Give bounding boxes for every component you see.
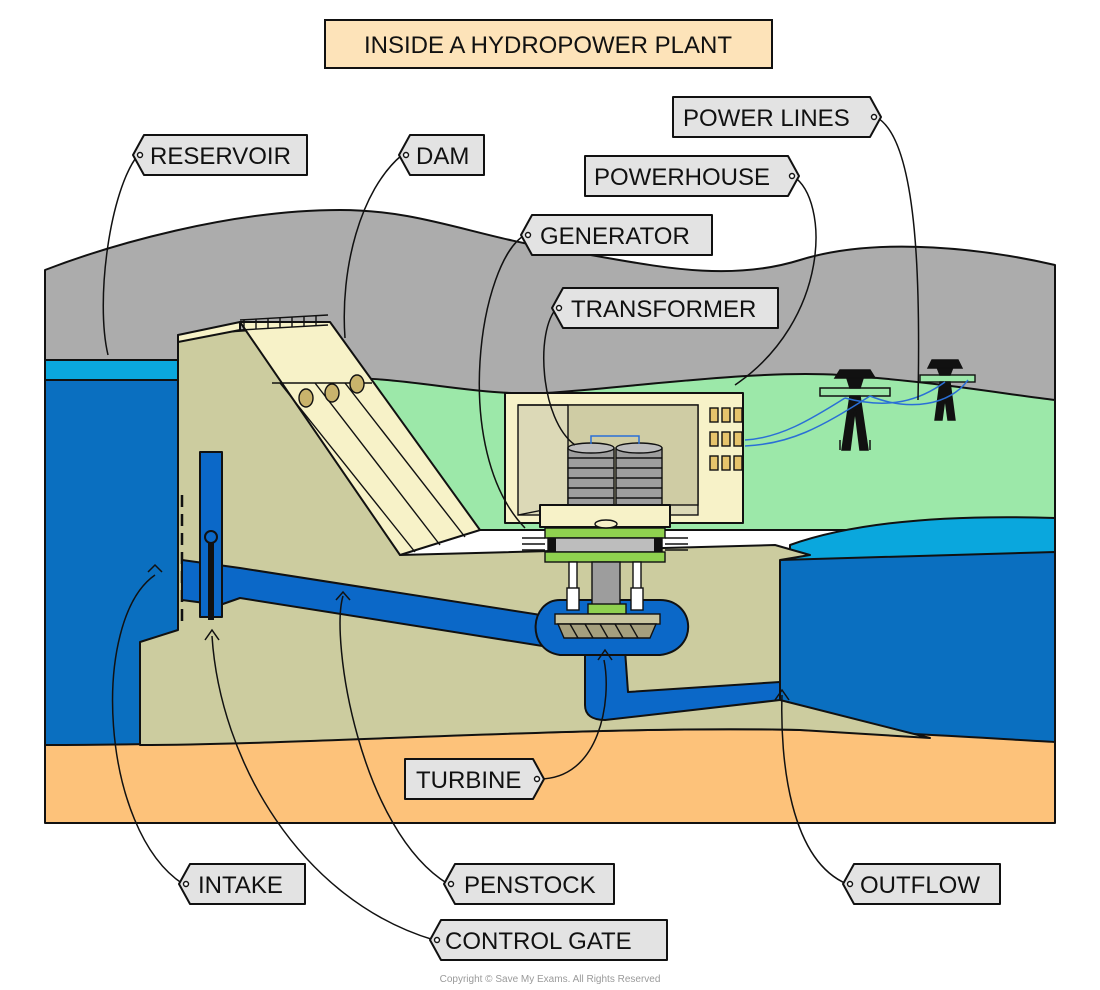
generator-unit: [522, 519, 688, 563]
power-cables: [744, 379, 969, 447]
transmission-tower-far: [919, 359, 976, 421]
label-reservoir: RESERVOIR: [132, 134, 308, 176]
generator-label: GENERATOR: [540, 223, 690, 250]
spillway-port: [349, 374, 365, 394]
leader-lines: [102, 116, 920, 941]
intake-label: INTAKE: [198, 872, 283, 899]
reservoir-label: RESERVOIR: [150, 143, 291, 170]
transformer-label: TRANSFORMER: [571, 296, 756, 323]
turbine-runner: [554, 603, 661, 639]
label-control-gate: CONTROL GATE: [429, 919, 668, 961]
spillway-port: [298, 388, 314, 408]
control-gate-wheel: [204, 530, 218, 544]
label-generator: GENERATOR: [520, 214, 713, 256]
control-gate: [208, 540, 214, 620]
flow-arrows: [147, 563, 790, 701]
control-gate-label: CONTROL GATE: [445, 928, 632, 955]
label-power-lines: POWER LINES: [672, 96, 882, 138]
wicket-gate: [566, 587, 580, 611]
diagram-title: INSIDE A HYDROPOWER PLANT: [364, 32, 732, 59]
label-dam: DAM: [398, 134, 485, 176]
penstock-label: PENSTOCK: [464, 872, 596, 899]
power-lines-label: POWER LINES: [683, 105, 850, 132]
label-outflow: OUTFLOW: [842, 863, 1001, 905]
dam-crest: [177, 321, 241, 343]
reservoir-surface: [44, 359, 181, 381]
dam-railing: [239, 314, 329, 331]
powerhouse-windows: [709, 407, 743, 471]
wicket-gate: [630, 587, 644, 611]
copyright-notice: Copyright © Save My Exams. All Rights Re…: [440, 974, 661, 985]
tailrace-pipe: [584, 649, 781, 721]
spillway-port: [324, 383, 340, 403]
outflow-label: OUTFLOW: [860, 872, 980, 899]
dam-label: DAM: [416, 143, 469, 170]
label-turbine: TURBINE: [404, 758, 545, 800]
turbine-label: TURBINE: [416, 767, 521, 794]
turbine-shaft: [591, 561, 621, 608]
title-box: INSIDE A HYDROPOWER PLANT: [324, 19, 773, 69]
label-transformer: TRANSFORMER: [551, 287, 779, 329]
label-intake: INTAKE: [178, 863, 306, 905]
powerhouse-label: POWERHOUSE: [594, 164, 770, 191]
label-penstock: PENSTOCK: [443, 863, 615, 905]
dam-spillway: [239, 321, 481, 556]
label-powerhouse: POWERHOUSE: [584, 155, 800, 197]
